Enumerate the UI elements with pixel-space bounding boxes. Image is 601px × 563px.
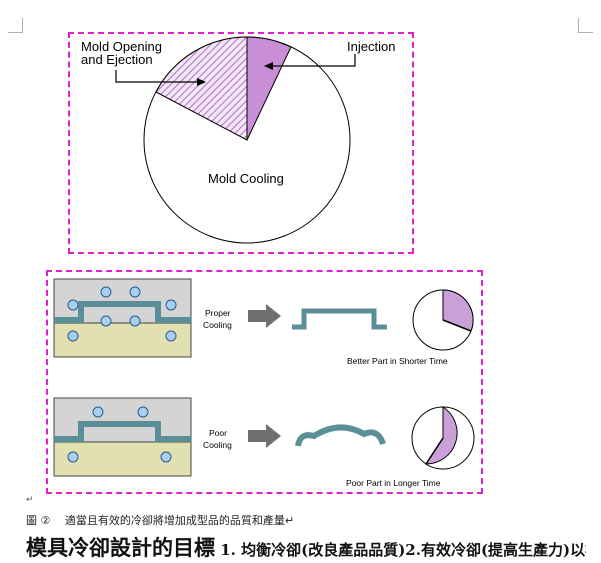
callout-injection-arrow — [264, 54, 356, 70]
figure-frame-top — [68, 32, 414, 254]
label-injection: Injection — [347, 39, 395, 54]
proper-result: Better Part in Shorter Time — [347, 356, 448, 366]
figure-frame-bottom — [46, 270, 483, 494]
callout-mold-opening-arrow — [115, 70, 206, 86]
pie-slice-injection — [246, 36, 292, 141]
poor-label-1: Poor — [209, 428, 227, 438]
poor-arrow — [248, 424, 281, 448]
paragraph-mark: ↵ — [26, 494, 34, 504]
pie-slice-mold-opening — [155, 36, 248, 141]
label-mold-opening-1: Mold Opening — [81, 39, 162, 54]
cooling-comparison-figure: Proper Cooling Better Part in Shorter Ti… — [53, 278, 475, 488]
heading-main: 模具冷卻設計的目標 — [26, 535, 215, 560]
proper-clock — [412, 289, 474, 351]
poor-clock — [411, 406, 475, 470]
poor-result: Poor Part in Longer Time — [346, 478, 441, 488]
proper-mold — [53, 278, 192, 358]
heading-sub: 1. 均衡冷卻(改良產品品質)2.有效冷卻(提高生產力)以模具溫度控制系統確保最… — [220, 541, 586, 559]
poor-part — [295, 424, 386, 447]
proper-arrow — [248, 304, 281, 328]
poor-mold — [53, 397, 192, 477]
figure-caption: 圖 ② 適當且有效的冷卻將增加成型品的品質和產量↵ — [26, 514, 295, 527]
proper-label-1: Proper — [205, 308, 231, 318]
cycle-pie-figure: Mold Opening and Ejection Injection Mold… — [81, 36, 395, 244]
proper-part — [292, 308, 387, 330]
section-heading: 模具冷卻設計的目標 1. 均衡冷卻(改良產品品質)2.有效冷卻(提高生產力)以模… — [26, 532, 586, 563]
crop-mark-top-left — [8, 18, 23, 33]
label-mold-cooling: Mold Cooling — [208, 171, 284, 186]
crop-mark-top-right — [578, 18, 593, 33]
label-mold-opening-2: and Ejection — [81, 52, 153, 67]
poor-label-2: Cooling — [203, 440, 232, 450]
proper-label-2: Cooling — [203, 320, 232, 330]
